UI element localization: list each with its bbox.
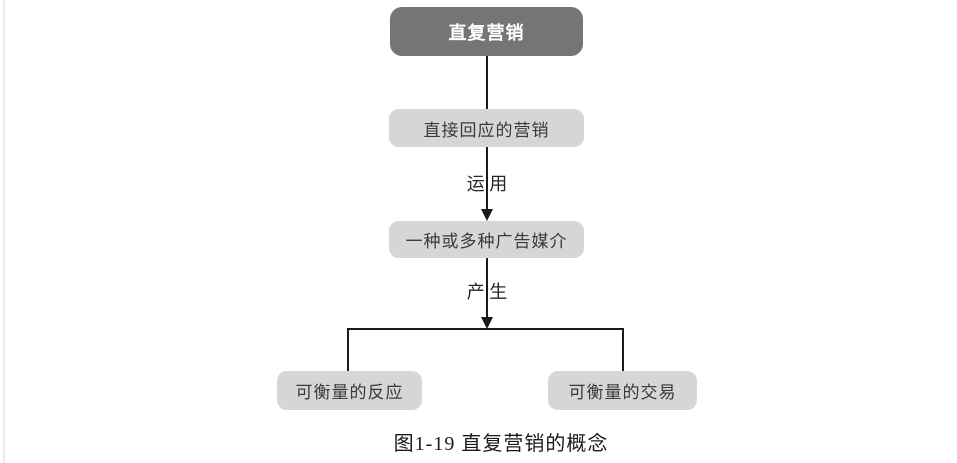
node-direct-response-marketing: 直接回应的营销 bbox=[389, 109, 584, 147]
node-advertising-media: 一种或多种广告媒介 bbox=[389, 221, 584, 258]
connector-level2-to-level3 bbox=[486, 147, 488, 210]
edge-label-produce: 产 生 bbox=[466, 282, 508, 302]
node-direct-marketing-label: 直复营销 bbox=[448, 22, 525, 43]
branch-horizontal-line bbox=[347, 328, 624, 330]
node-direct-marketing: 直复营销 bbox=[390, 7, 583, 56]
node-direct-response-marketing-label: 直接回应的营销 bbox=[423, 120, 550, 140]
arrowhead-down-icon bbox=[481, 317, 493, 329]
connector-root-to-level2 bbox=[486, 56, 488, 109]
edge-label-apply: 运 用 bbox=[466, 174, 508, 194]
branch-drop-left bbox=[347, 328, 349, 372]
page-edge-line bbox=[3, 0, 5, 463]
node-measurable-response-label: 可衡量的反应 bbox=[295, 383, 404, 402]
node-measurable-response: 可衡量的反应 bbox=[277, 371, 422, 410]
node-advertising-media-label: 一种或多种广告媒介 bbox=[405, 232, 568, 251]
connector-level3-to-branch bbox=[486, 258, 488, 318]
branch-drop-right bbox=[622, 328, 624, 372]
figure-caption: 图1-19 直复营销的概念 bbox=[393, 433, 609, 455]
node-measurable-transaction: 可衡量的交易 bbox=[548, 371, 697, 410]
arrowhead-down-icon bbox=[481, 209, 493, 221]
node-measurable-transaction-label: 可衡量的交易 bbox=[568, 383, 677, 402]
